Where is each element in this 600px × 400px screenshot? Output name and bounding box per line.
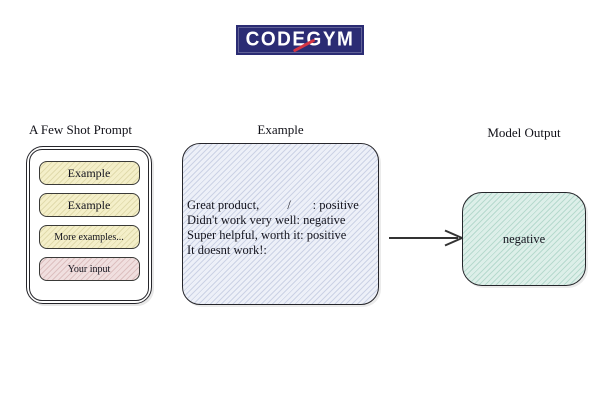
example-chip-1-label: Example <box>67 165 111 180</box>
example-line-3: Super helpful, worth it: positive <box>187 228 347 242</box>
example-title: Example <box>257 122 304 137</box>
example-line-4: It doesnt work!: <box>187 243 267 257</box>
few-shot-container-inner: Example Example More examples... Your in… <box>29 149 149 301</box>
example-box: Great product, / : positive Didn't work … <box>182 143 379 305</box>
example-line-1: Great product, / : positive <box>187 198 359 212</box>
more-examples-chip-label: More examples... <box>54 231 124 243</box>
model-output-title: Model Output <box>487 125 561 140</box>
more-examples-chip: More examples... <box>38 225 140 249</box>
few-shot-title: A Few Shot Prompt <box>29 122 132 137</box>
example-chip-2-label: Example <box>67 197 111 212</box>
example-chip-2: Example <box>38 193 140 217</box>
your-input-chip: Your input <box>38 257 140 281</box>
your-input-chip-label: Your input <box>67 263 111 275</box>
model-output-box: negative <box>462 192 586 286</box>
example-line-2: Didn't work very well: negative <box>187 213 346 227</box>
example-chip-1: Example <box>38 161 140 185</box>
few-shot-container: Example Example More examples... Your in… <box>26 146 152 304</box>
model-output-value: negative <box>502 231 546 246</box>
example-text-block: Great product, / : positive Didn't work … <box>187 198 359 258</box>
arrow-right-icon <box>389 229 465 247</box>
codegym-logo: CODEGYM <box>236 25 364 55</box>
logo-text: CODEGYM <box>245 28 355 51</box>
